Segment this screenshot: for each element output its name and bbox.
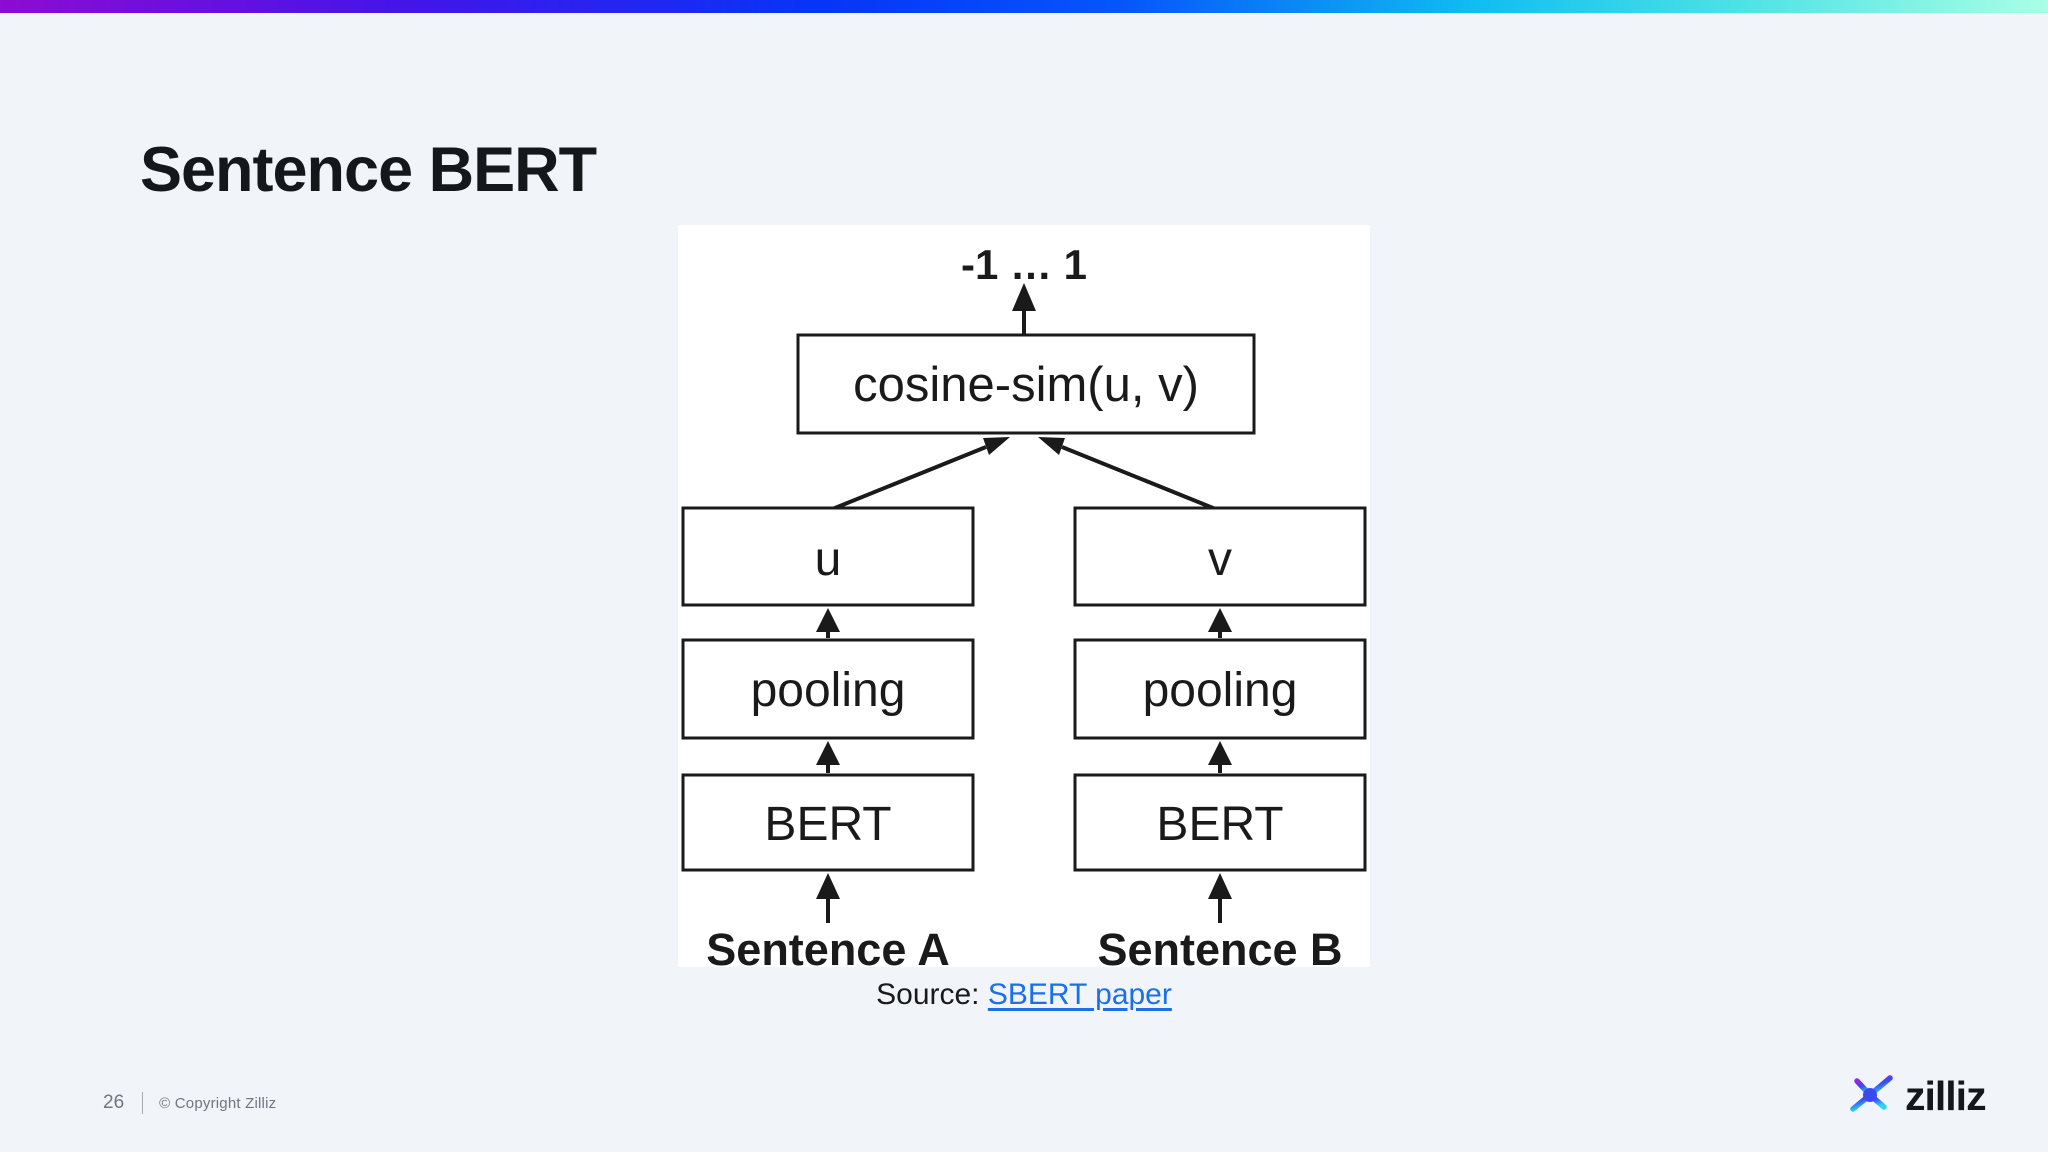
- zilliz-wordmark: zilliz: [1905, 1072, 1987, 1119]
- output-range-label: -1 … 1: [961, 241, 1087, 288]
- arrowhead-sentence-b-to-bert: [1208, 873, 1232, 899]
- zilliz-logo-icon: [1845, 1066, 1899, 1122]
- u-vector-label: u: [815, 533, 842, 586]
- pooling-left-box: [681, 638, 975, 740]
- sbert-paper-link[interactable]: SBERT paper: [987, 978, 1172, 1011]
- arrowhead-bert-to-pooling-left: [816, 741, 840, 765]
- pooling-right-label: pooling: [1143, 664, 1298, 717]
- copyright-text: © Copyright Zilliz: [159, 1094, 277, 1112]
- page-number: 26: [103, 1092, 125, 1113]
- arrowhead-u-to-cosine: [983, 437, 1010, 455]
- v-vector-label: v: [1208, 533, 1232, 586]
- source-prefix: Source:: [876, 978, 980, 1011]
- arrow-v-to-cosine: [1061, 445, 1219, 512]
- cosine-sim-box: [796, 333, 1256, 435]
- sentence-b-label: Sentence B: [1097, 924, 1342, 967]
- arrowhead-cosine-to-output: [1012, 283, 1036, 311]
- arrowhead-v-to-cosine: [1038, 437, 1065, 455]
- arrowhead-bert-to-pooling-right: [1208, 741, 1232, 765]
- page-title: Sentence BERT: [140, 135, 597, 206]
- cosine-sim-label: cosine-sim(u, v): [853, 358, 1199, 412]
- accent-gradient-bar: [0, 0, 2048, 13]
- arrowhead-pooling-to-v: [1208, 608, 1232, 632]
- bert-right-box: [1073, 773, 1367, 872]
- slide-footer: 26 © Copyright Zilliz: [103, 1092, 276, 1114]
- source-caption: Source: SBERT paper: [0, 978, 2048, 1012]
- bert-left-box: [681, 773, 975, 872]
- u-vector-box: [681, 506, 975, 607]
- bert-left-label: BERT: [764, 798, 891, 851]
- zilliz-logo: zilliz: [1845, 1062, 1987, 1124]
- arrowhead-sentence-a-to-bert: [816, 873, 840, 899]
- sbert-diagram-canvas: -1 … 1 cosine-sim(u, v) u v pooling pool…: [681, 241, 1367, 967]
- arrowhead-pooling-to-u: [816, 608, 840, 632]
- sentence-a-label: Sentence A: [706, 924, 949, 967]
- bert-right-label: BERT: [1156, 798, 1283, 851]
- pooling-left-label: pooling: [751, 664, 906, 717]
- footer-divider: [142, 1092, 144, 1114]
- sbert-architecture-diagram: -1 … 1 cosine-sim(u, v) u v pooling pool…: [678, 225, 1370, 967]
- pooling-right-box: [1073, 638, 1367, 740]
- v-vector-box: [1073, 506, 1367, 607]
- arrow-u-to-cosine: [829, 445, 987, 512]
